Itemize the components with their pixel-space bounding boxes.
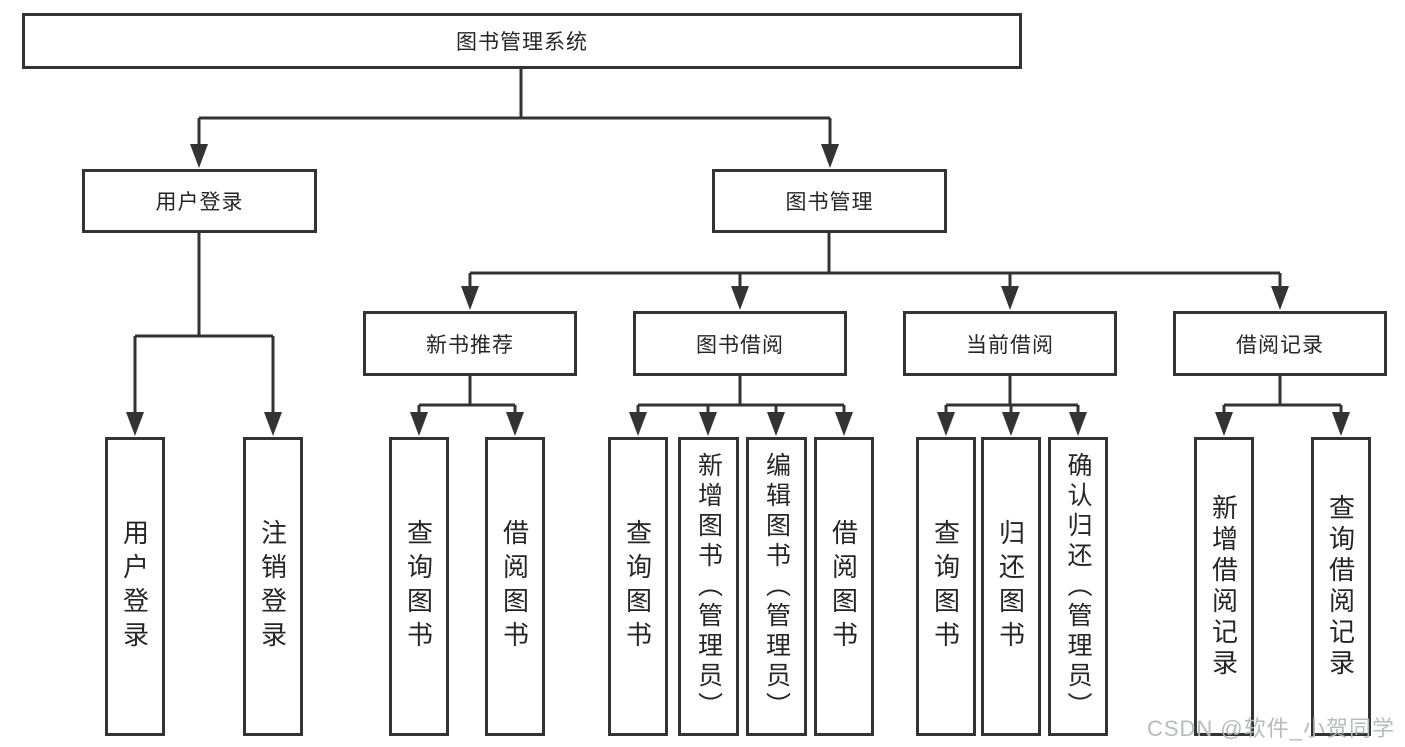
node-root: 图书管理系统 [22, 13, 1022, 69]
node-root-label: 图书管理系统 [456, 31, 588, 54]
leaf-query-borrow-record-label: 查询借阅记录 [1325, 493, 1356, 680]
leaf-return-book-label: 归还图书 [995, 518, 1026, 655]
arrow-down-icon [699, 412, 717, 436]
leaf-return-book: 归还图书 [981, 437, 1041, 736]
leaf-confirm-return-admin-label: 确认归还（管理员） [1064, 451, 1092, 722]
arrow-down-icon [461, 286, 479, 310]
leaf-current-query-books-label: 查询图书 [930, 518, 961, 655]
arrow-down-icon [1069, 412, 1087, 436]
connector-book-management [468, 233, 1282, 288]
arrow-down-icon [264, 412, 282, 436]
leaf-borrow-book: 借阅图书 [814, 437, 874, 736]
node-user-login: 用户登录 [82, 169, 317, 233]
leaf-add-borrow-record: 新增借阅记录 [1194, 437, 1254, 736]
leaf-add-book-admin: 新增图书（管理员） [678, 437, 739, 736]
arrow-down-icon [1332, 412, 1350, 436]
arrow-down-icon [126, 412, 144, 436]
connector-user-login [133, 233, 275, 414]
node-current-borrow: 当前借阅 [903, 311, 1117, 376]
node-user-login-label: 用户登录 [155, 191, 244, 214]
arrow-down-icon [1001, 286, 1019, 310]
leaf-edit-book-admin: 编辑图书（管理员） [746, 437, 807, 736]
node-book-management-label: 图书管理 [785, 191, 874, 214]
connector-borrow-records [1222, 376, 1343, 414]
leaf-user-login: 用户登录 [105, 437, 165, 736]
leaf-current-query-books: 查询图书 [916, 437, 976, 736]
node-book-borrow-label: 图书借阅 [696, 333, 784, 357]
node-book-management: 图书管理 [712, 169, 947, 233]
node-borrow-records-label: 借阅记录 [1236, 333, 1324, 357]
arrow-down-icon [190, 144, 208, 168]
leaf-borrow-query-books-label: 查询图书 [622, 518, 653, 655]
arrow-down-icon [506, 412, 524, 436]
leaf-add-borrow-record-label: 新增借阅记录 [1208, 493, 1239, 680]
connector-new-book-recommend [417, 376, 517, 414]
leaf-confirm-return-admin: 确认归还（管理员） [1048, 437, 1108, 736]
leaf-logout-login: 注销登录 [243, 437, 303, 736]
arrow-down-icon [1271, 286, 1289, 310]
arrow-down-icon [731, 286, 749, 310]
leaf-query-books: 查询图书 [389, 437, 449, 736]
leaf-edit-book-admin-label: 编辑图书（管理员） [762, 451, 791, 722]
arrow-down-icon [937, 412, 955, 436]
node-current-borrow-label: 当前借阅 [966, 333, 1054, 357]
arrow-down-icon [767, 412, 785, 436]
arrow-down-icon [410, 412, 428, 436]
leaf-borrow-books-label: 借阅图书 [499, 518, 530, 655]
connector-current-borrow [944, 376, 1080, 414]
arrow-down-icon [629, 412, 647, 436]
connector-root [197, 68, 832, 146]
leaf-borrow-books: 借阅图书 [485, 437, 545, 736]
node-new-book-recommend: 新书推荐 [363, 311, 577, 376]
leaf-query-books-label: 查询图书 [403, 518, 434, 655]
connector-book-borrow [636, 376, 846, 414]
arrow-down-icon [1215, 412, 1233, 436]
leaf-logout-login-label: 注销登录 [257, 518, 288, 655]
arrow-down-icon [1002, 412, 1020, 436]
leaf-borrow-query-books: 查询图书 [608, 437, 668, 736]
leaf-borrow-book-label: 借阅图书 [828, 518, 859, 655]
node-borrow-records: 借阅记录 [1173, 311, 1387, 376]
node-new-book-recommend-label: 新书推荐 [426, 333, 514, 357]
arrow-down-icon [835, 412, 853, 436]
node-book-borrow: 图书借阅 [633, 311, 847, 376]
arrow-down-icon [821, 144, 839, 168]
leaf-add-book-admin-label: 新增图书（管理员） [694, 451, 723, 722]
leaf-query-borrow-record: 查询借阅记录 [1311, 437, 1371, 736]
leaf-user-login-label: 用户登录 [119, 518, 150, 655]
